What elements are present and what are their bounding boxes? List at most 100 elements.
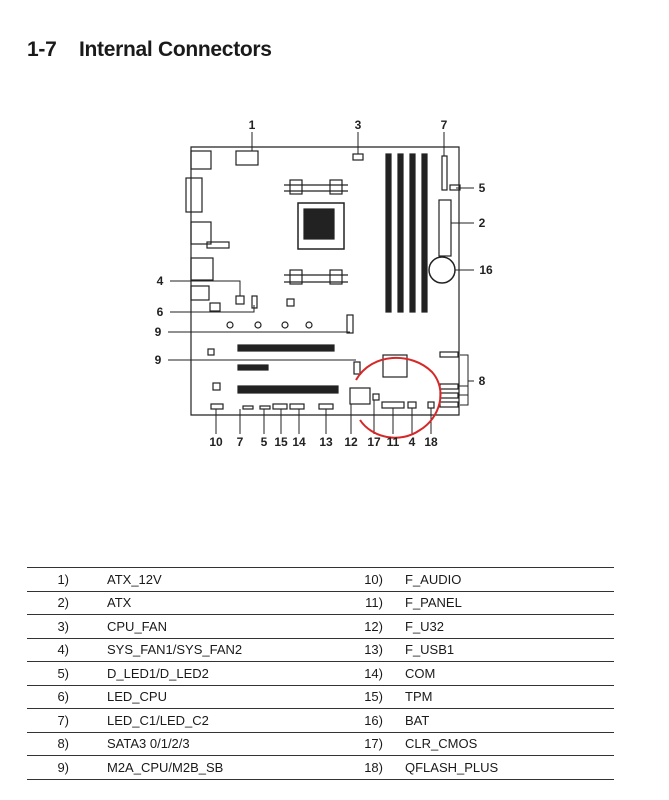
cpu-socket [297, 202, 345, 250]
connector-name: COM [383, 661, 614, 686]
connector-number: 11) [361, 591, 383, 615]
connector-name: ATX [69, 591, 361, 615]
io-port [190, 221, 212, 245]
chipset [382, 354, 408, 378]
sata-connector [439, 392, 459, 399]
connector-name: CPU_FAN [69, 614, 361, 639]
callout-label: 6 [157, 305, 164, 319]
annotation-circle [355, 356, 442, 439]
connector-number: 13) [361, 638, 383, 662]
f-panel-header [381, 401, 405, 409]
connector-name: QFLASH_PLUS [383, 755, 614, 780]
connector-number: 17) [361, 732, 383, 756]
connector-name: CLR_CMOS [383, 732, 614, 756]
callout-label: 12 [344, 435, 358, 449]
sys-fan-connector [235, 295, 245, 305]
sata-connector [439, 351, 459, 358]
callout-label: 5 [261, 435, 268, 449]
callout-label: 4 [409, 435, 416, 449]
connector-number: 4) [27, 638, 69, 662]
connector-number: 9) [27, 755, 69, 780]
connector-number: 5) [27, 661, 69, 686]
tpm-header [272, 403, 288, 410]
io-port [190, 257, 214, 281]
connector-number: 12) [361, 614, 383, 639]
table-row: 1) ATX_12V 10) F_AUDIO [27, 567, 614, 592]
callout-label: 7 [237, 435, 244, 449]
board-outline [190, 146, 460, 416]
connector-number: 10) [361, 567, 383, 592]
section-number: 1-7 [27, 38, 57, 61]
connector-number: 6) [27, 685, 69, 709]
connector-number: 8) [27, 732, 69, 756]
qflash-plus-button [427, 401, 435, 409]
pcie-slot [237, 364, 269, 371]
table-row: 9) M2A_CPU/M2B_SB 18) QFLASH_PLUS [27, 755, 614, 780]
table-row: 5) D_LED1/D_LED2 14) COM [27, 661, 614, 686]
led-c-header [242, 405, 254, 410]
sys-fan-connector [407, 401, 417, 409]
pcie-slot [237, 385, 339, 394]
callout-label: 18 [424, 435, 438, 449]
table-row: 8) SATA3 0/1/2/3 17) CLR_CMOS [27, 732, 614, 756]
callout-label: 5 [479, 181, 486, 195]
f-usb1-header [318, 403, 334, 410]
connector-name: BAT [383, 708, 614, 733]
callout-label: 8 [479, 374, 486, 388]
connector-name: F_AUDIO [383, 567, 614, 592]
connector-name: LED_C1/LED_C2 [69, 708, 361, 733]
io-port [206, 241, 230, 249]
sata-connector [439, 383, 459, 390]
callout-labels: 1 3 7 5 2 16 4 6 9 9 8 10 7 5 15 14 13 1… [155, 118, 493, 449]
dimm-slot [421, 153, 428, 313]
connector-number: 14) [361, 661, 383, 686]
callout-label: 1 [249, 118, 256, 132]
connector-name: ATX_12V [69, 567, 361, 592]
table-row: 2) ATX 11) F_PANEL [27, 591, 614, 615]
connector-number: 2) [27, 591, 69, 615]
table-row: 7) LED_C1/LED_C2 16) BAT [27, 708, 614, 733]
connector-number: 15) [361, 685, 383, 709]
dimm-slot [409, 153, 416, 313]
connector-name: SYS_FAN1/SYS_FAN2 [69, 638, 361, 662]
callout-label: 2 [479, 216, 486, 230]
callout-label: 3 [355, 118, 362, 132]
connector-number: 1) [27, 567, 69, 592]
table-row: 6) LED_CPU 15) TPM [27, 685, 614, 709]
callout-label: 16 [479, 263, 493, 277]
section-heading: 1-7 Internal Connectors [27, 38, 272, 62]
io-port [190, 150, 212, 170]
m2-slot [346, 314, 354, 334]
f-audio-header [210, 403, 224, 410]
callout-label: 14 [292, 435, 306, 449]
connector-number: 7) [27, 708, 69, 733]
io-port [190, 285, 210, 301]
connector-number: 3) [27, 614, 69, 639]
connector-name: LED_CPU [69, 685, 361, 709]
callout-label: 9 [155, 353, 162, 367]
motherboard-diagram: 1 3 7 5 2 16 4 6 9 9 8 10 7 5 15 14 13 1… [155, 118, 493, 449]
connector-name: F_U32 [383, 614, 614, 639]
connector-name: F_PANEL [383, 591, 614, 615]
connector-name: D_LED1/D_LED2 [69, 661, 361, 686]
com-header [289, 403, 305, 410]
callout-label: 10 [209, 435, 223, 449]
io-port [209, 302, 221, 312]
connector-name: F_USB1 [383, 638, 614, 662]
table-row: 3) CPU_FAN 12) F_U32 [27, 614, 614, 639]
connector-name: SATA3 0/1/2/3 [69, 732, 361, 756]
pcie-slot [237, 344, 335, 352]
connector-table: 1) ATX_12V 10) F_AUDIO 2) ATX 11) F_PANE… [27, 567, 614, 780]
callout-label: 17 [367, 435, 381, 449]
dimm-slot [397, 153, 404, 313]
atx12v-connector [235, 150, 259, 166]
f-u32-header [349, 387, 371, 405]
callout-label: 9 [155, 325, 162, 339]
section-title: Internal Connectors [79, 38, 272, 61]
io-port [185, 177, 203, 213]
dimm-slot [385, 153, 392, 313]
connector-name: M2A_CPU/M2B_SB [69, 755, 361, 780]
clr-cmos-jumper [372, 393, 380, 401]
table-row: 4) SYS_FAN1/SYS_FAN2 13) F_USB1 [27, 638, 614, 662]
led-c-header [441, 155, 448, 191]
